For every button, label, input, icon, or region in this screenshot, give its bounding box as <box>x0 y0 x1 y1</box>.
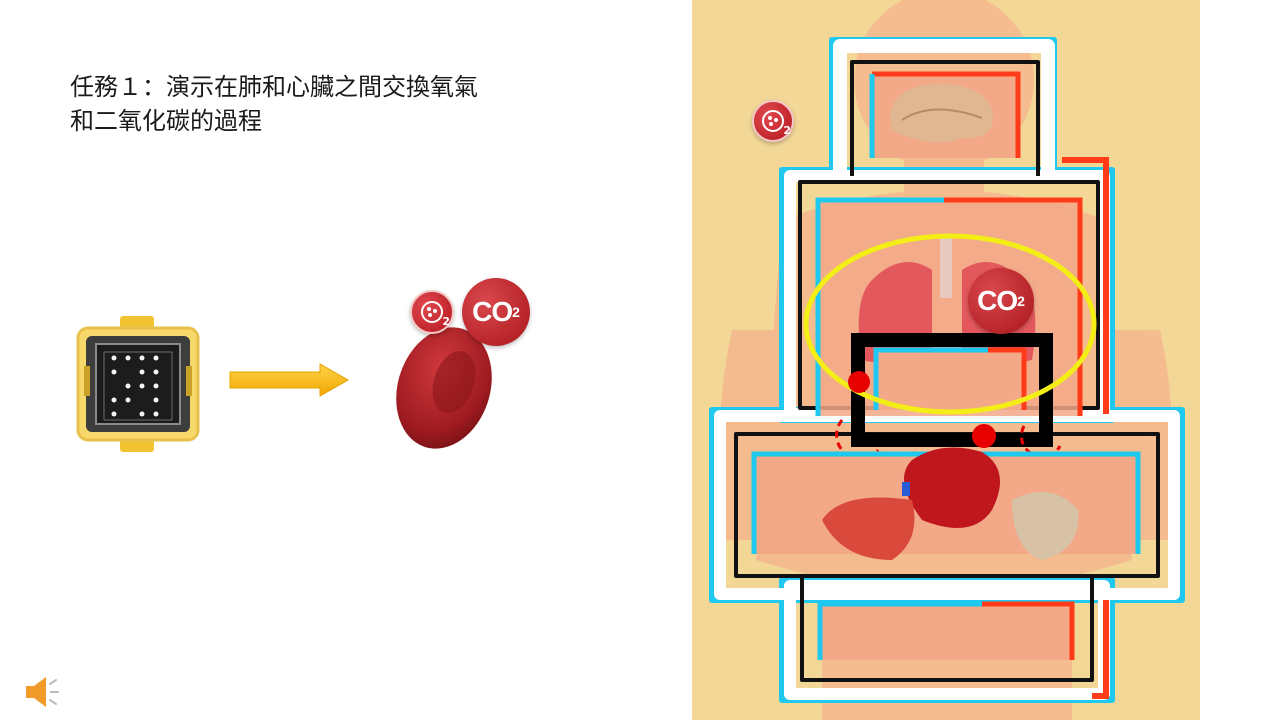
oxygen-subscript-panel: 2 <box>783 124 791 137</box>
co2-label-panel: CO <box>977 285 1018 316</box>
co2-subscript: 2 <box>512 304 520 320</box>
task-title-line-2: 和二氧化碳的過程 <box>70 107 262 135</box>
task-title: 任務１：演示在肺和心臟之間交換氧氣 和二氧化碳的過程 <box>70 70 540 138</box>
speaker-icon[interactable] <box>22 674 62 710</box>
oxygen-badge: 2 <box>410 290 454 334</box>
arrow-right-icon <box>228 362 350 398</box>
task-title-line-1: 任務１：演示在肺和心臟之間交換氧氣 <box>70 73 478 101</box>
microbit-robot-icon <box>76 316 200 452</box>
red-blood-cell-icon <box>392 318 502 454</box>
oxygen-subscript: 2 <box>442 315 450 328</box>
oxygen-badge-panel: 2 <box>752 100 794 142</box>
co2-subscript-panel: 2 <box>1017 293 1025 309</box>
co2-label: CO <box>472 296 513 327</box>
